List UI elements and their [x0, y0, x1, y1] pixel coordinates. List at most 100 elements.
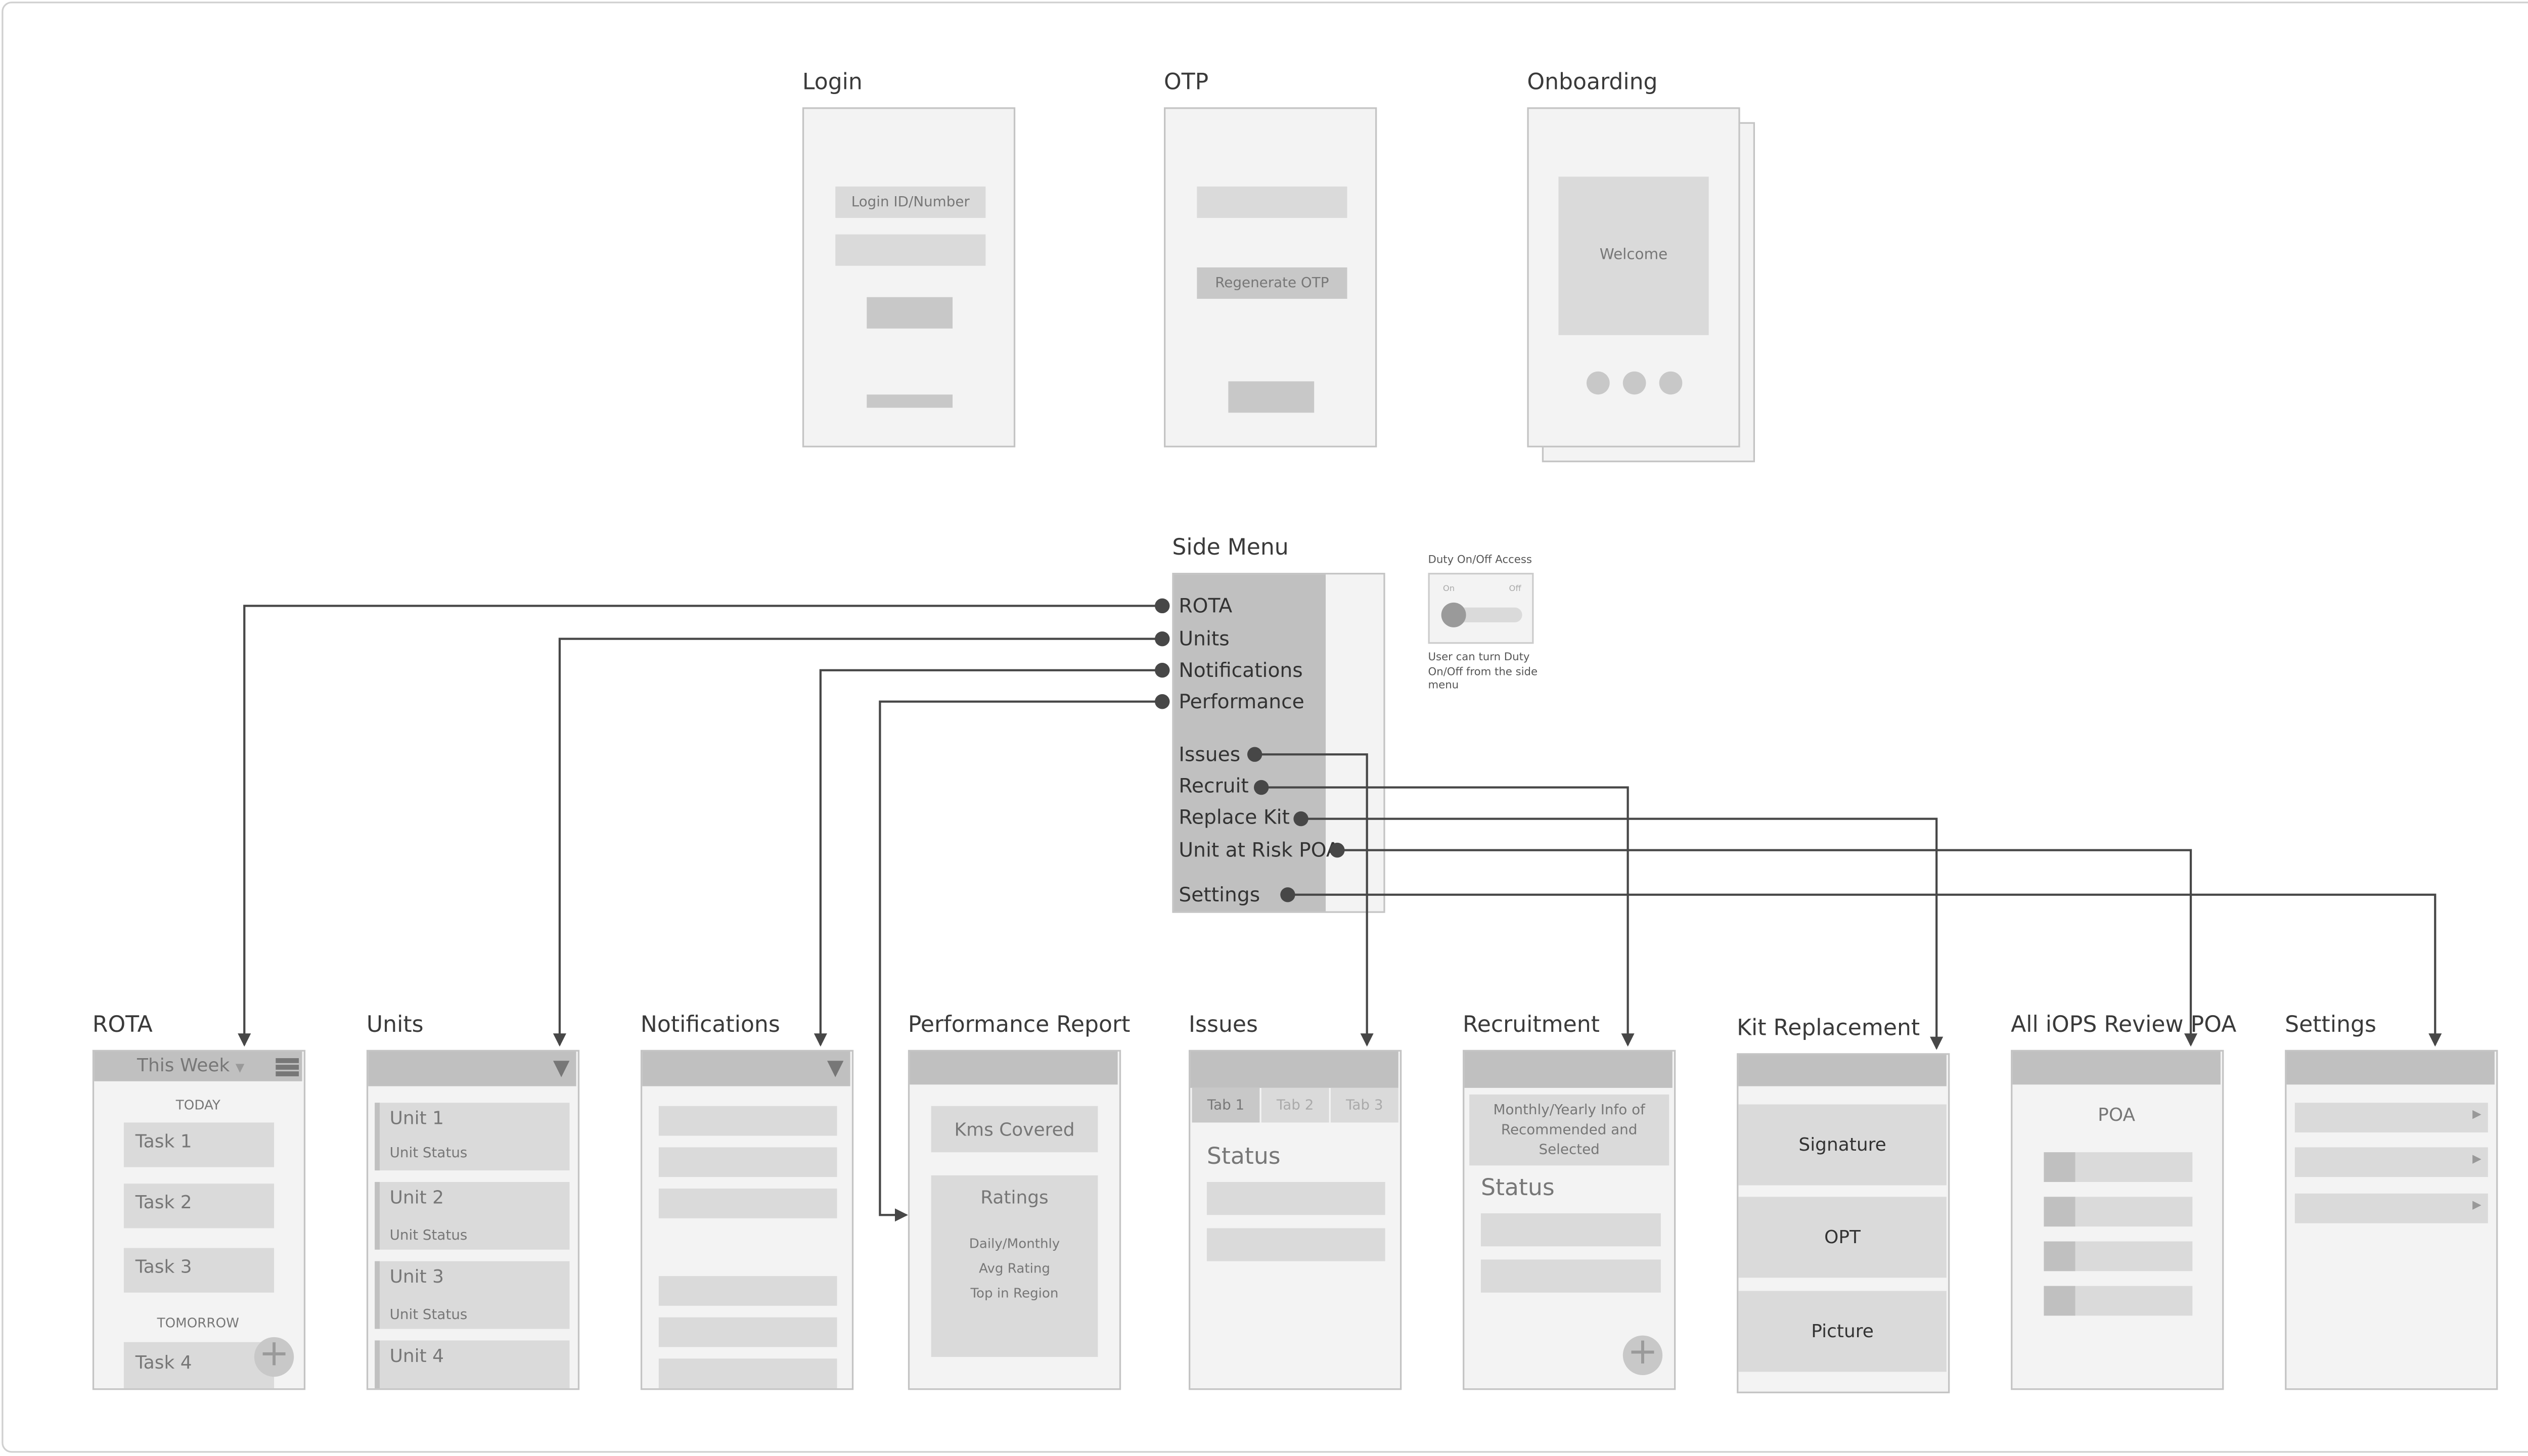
login-id-field[interactable]: Login ID/Number — [835, 186, 986, 218]
poa-header — [2012, 1051, 2221, 1085]
opt-button[interactable]: OPT — [1738, 1197, 1947, 1278]
poa-item[interactable] — [2044, 1286, 2193, 1316]
connector-recruit — [1261, 786, 1635, 1047]
login-button[interactable] — [867, 297, 953, 329]
issues-header — [1190, 1051, 1398, 1088]
notification-item[interactable] — [658, 1276, 837, 1306]
rating-line: Daily/Monthly — [969, 1236, 1060, 1252]
poa-item[interactable] — [2044, 1241, 2193, 1271]
notification-item[interactable] — [658, 1317, 837, 1347]
performance-title: Performance Report — [908, 1012, 1131, 1038]
poa-heading: POA — [2098, 1104, 2136, 1126]
rota-screen: This Week ▼ TODAY Task 1 Task 2 Task 3 T… — [92, 1050, 306, 1390]
poa-item[interactable] — [2044, 1197, 2193, 1227]
menu-item-notifications[interactable]: Notifications — [1179, 658, 1303, 682]
otp-field[interactable] — [1197, 186, 1347, 218]
kms-covered-card: Kms Covered — [931, 1106, 1098, 1153]
tab-3[interactable]: Tab 3 — [1330, 1087, 1398, 1123]
duty-on-label: On — [1442, 584, 1455, 595]
menu-item-performance[interactable]: Performance — [1179, 690, 1304, 713]
poa-item[interactable] — [2044, 1152, 2193, 1182]
menu-item-issues[interactable]: Issues — [1179, 743, 1241, 766]
task-item[interactable]: Task 3 — [123, 1248, 275, 1293]
plus-icon[interactable]: + — [1622, 1335, 1663, 1375]
task-item[interactable]: Task 1 — [123, 1122, 275, 1167]
chevron-right-icon: ▶ — [2472, 1198, 2481, 1212]
page-dot[interactable] — [1586, 371, 1610, 395]
ratings-heading: Ratings — [980, 1187, 1049, 1209]
connector-dot — [1330, 842, 1345, 858]
settings-row[interactable]: ▶ — [2294, 1147, 2488, 1177]
signature-button[interactable]: Signature — [1738, 1104, 1947, 1186]
unit-name: Unit 4 — [389, 1345, 444, 1367]
performance-header — [910, 1051, 1118, 1085]
plus-icon[interactable]: + — [254, 1336, 294, 1377]
chevron-right-icon: ▶ — [2472, 1152, 2481, 1166]
menu-item-rota[interactable]: ROTA — [1179, 594, 1233, 618]
status-item[interactable] — [1206, 1228, 1385, 1261]
menu-item-units[interactable]: Units — [1179, 627, 1230, 651]
page-dot[interactable] — [1659, 371, 1683, 395]
page-dot[interactable] — [1622, 371, 1646, 395]
duty-toggle-knob[interactable] — [1441, 602, 1466, 627]
notification-item[interactable] — [658, 1189, 837, 1218]
forgot-link[interactable] — [867, 394, 953, 408]
settings-row[interactable]: ▶ — [2294, 1193, 2488, 1223]
side-menu-screen — [1172, 573, 1385, 913]
status-item[interactable] — [1206, 1181, 1385, 1215]
menu-item-recruit[interactable]: Recruit — [1179, 774, 1249, 798]
connector-performance — [879, 700, 1162, 1222]
week-filter-dropdown[interactable]: This Week ▼ — [137, 1055, 244, 1076]
units-title: Units — [366, 1012, 424, 1038]
connector-dot — [1293, 811, 1308, 827]
settings-row[interactable]: ▶ — [2294, 1103, 2488, 1132]
filter-icon[interactable]: ▼ — [553, 1056, 570, 1081]
login-title: Login — [802, 69, 863, 96]
settings-screen: ▶ ▶ ▶ — [2285, 1050, 2498, 1390]
unit-name: Unit 2 — [389, 1187, 444, 1209]
otp-screen: Regenerate OTP — [1164, 107, 1377, 447]
list-icon[interactable] — [276, 1058, 299, 1076]
menu-item-replace-kit[interactable]: Replace Kit — [1179, 805, 1290, 829]
connector-unit-at-risk — [1337, 849, 2198, 1047]
unit-name: Unit 1 — [389, 1108, 444, 1129]
connector-dot — [1155, 663, 1170, 678]
menu-item-unit-at-risk-poa[interactable]: Unit at Risk POA — [1179, 838, 1340, 862]
side-menu-panel — [1173, 574, 1326, 912]
login-screen: Login ID/Number — [802, 107, 1016, 447]
tab-1[interactable]: Tab 1 — [1192, 1087, 1260, 1123]
tab-2[interactable]: Tab 2 — [1261, 1087, 1329, 1123]
connector-dot — [1253, 780, 1269, 795]
duty-caption: User can turn Duty On/Off from the side … — [1428, 650, 1538, 692]
verify-button[interactable] — [1228, 381, 1315, 413]
kit-title: Kit Replacement — [1737, 1015, 1920, 1042]
password-field[interactable] — [835, 234, 986, 266]
task-item[interactable]: Task 2 — [123, 1184, 275, 1228]
filter-icon[interactable]: ▼ — [827, 1056, 844, 1081]
menu-item-settings[interactable]: Settings — [1179, 883, 1260, 906]
notification-item[interactable] — [658, 1106, 837, 1136]
status-item[interactable] — [1480, 1259, 1661, 1293]
today-label: TODAY — [175, 1098, 220, 1113]
connector-dot — [1247, 747, 1262, 762]
task-item[interactable]: Task 4 — [123, 1342, 275, 1389]
regenerate-otp-button[interactable]: Regenerate OTP — [1197, 267, 1347, 299]
status-item[interactable] — [1480, 1213, 1661, 1247]
welcome-panel: Welcome — [1558, 176, 1709, 335]
notifications-header — [642, 1051, 850, 1086]
notification-item[interactable] — [658, 1147, 837, 1177]
unit-status: Unit Status — [389, 1307, 468, 1324]
side-menu-title: Side Menu — [1172, 534, 1289, 562]
notification-item[interactable] — [658, 1358, 837, 1389]
connector-units — [553, 638, 1162, 1047]
picture-button[interactable]: Picture — [1738, 1291, 1947, 1372]
connector-dot — [1155, 631, 1170, 647]
unit-item[interactable]: Unit 4 — [375, 1340, 570, 1389]
duty-title: Duty On/Off Access — [1428, 553, 1532, 566]
